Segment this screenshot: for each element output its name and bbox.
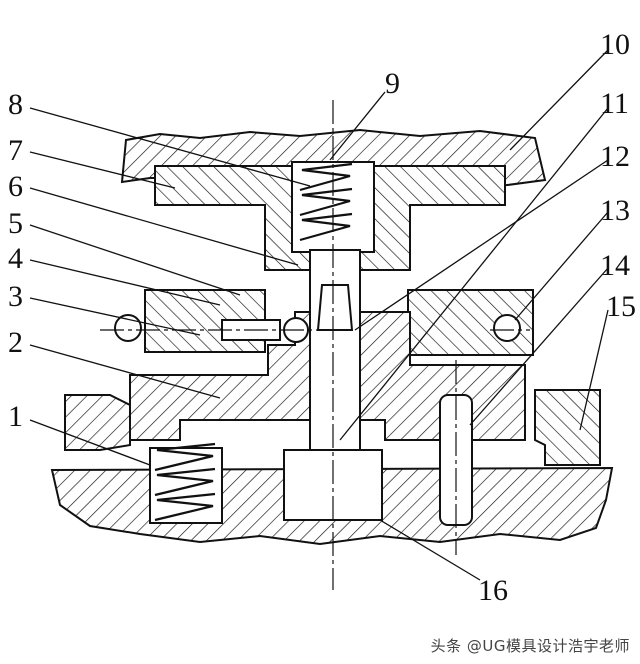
label-9: 9	[385, 67, 400, 100]
label-7: 7	[8, 134, 23, 167]
label-13: 13	[600, 194, 630, 227]
leader-2	[29, 344, 221, 399]
center-shaft	[309, 249, 361, 451]
right-clamp	[534, 389, 601, 466]
leader-16	[379, 519, 481, 581]
leader-3	[29, 297, 201, 336]
label-10: 10	[600, 28, 630, 61]
label-11: 11	[600, 87, 629, 120]
label-3: 3	[8, 280, 23, 313]
label-2: 2	[8, 326, 23, 359]
leader-7	[29, 151, 176, 189]
right-ball	[493, 314, 521, 342]
label-12: 12	[600, 140, 630, 173]
leader-12	[354, 159, 609, 331]
leader-1	[29, 419, 151, 466]
watermark-credit: 头条 @UG模具设计浩宇老师	[430, 637, 630, 655]
leader-14	[469, 267, 609, 426]
label-6: 6	[8, 170, 23, 203]
label-5: 5	[8, 207, 23, 240]
label-15: 15	[606, 290, 636, 323]
cone-tip	[316, 284, 354, 331]
label-4: 4	[8, 242, 23, 275]
lower-spring	[154, 442, 216, 522]
leader-9	[329, 91, 386, 161]
upper-spring	[299, 162, 353, 242]
left-flange	[64, 394, 131, 451]
label-8: 8	[8, 88, 23, 121]
leader-8	[29, 107, 311, 187]
leader-11	[339, 107, 609, 441]
label-16: 16	[478, 574, 508, 607]
label-14: 14	[600, 249, 630, 282]
leader-5	[29, 224, 241, 296]
leader-6	[29, 187, 299, 266]
leader-10	[509, 49, 609, 151]
leader-4	[29, 259, 221, 306]
leader-13	[514, 211, 609, 321]
leader-15	[579, 309, 609, 431]
label-1: 1	[8, 400, 23, 433]
left-ball	[114, 314, 142, 342]
